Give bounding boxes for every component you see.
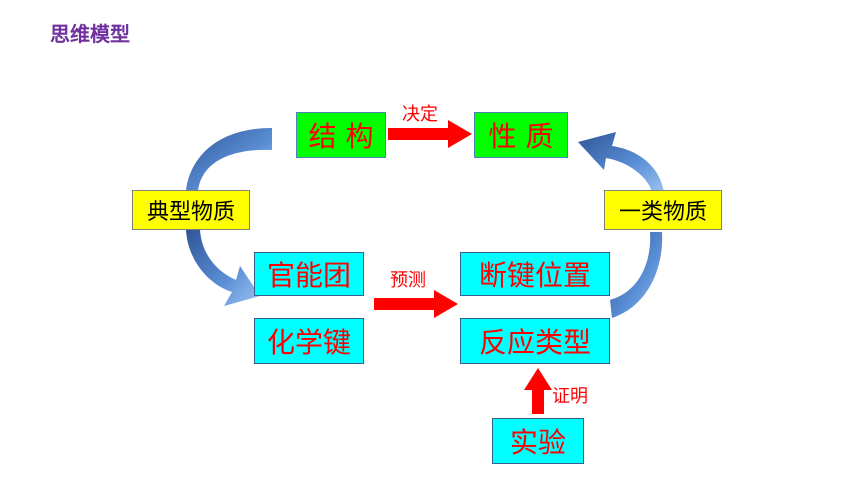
node-class-substance: 一类物质: [604, 190, 722, 230]
curved-arrow-left: [186, 128, 272, 192]
node-structure: 结 构: [296, 112, 386, 158]
node-property: 性 质: [474, 112, 568, 158]
node-bond-break-position: 断键位置: [460, 252, 610, 296]
arrow-prove: [524, 368, 552, 414]
arrow-predict: [374, 290, 458, 318]
page-title: 思维模型: [50, 22, 130, 46]
arrow-determines: [388, 120, 472, 148]
curved-arrow-right-upper: [578, 132, 664, 192]
node-functional-group: 官能团: [254, 252, 364, 296]
node-typical-substance: 典型物质: [132, 190, 250, 230]
curved-arrow-right: [610, 232, 663, 318]
node-experiment: 实验: [492, 418, 584, 464]
curved-arrow-left-lower: [186, 230, 260, 306]
node-chemical-bond: 化学键: [254, 318, 364, 364]
label-prove: 证明: [552, 386, 588, 407]
node-reaction-type: 反应类型: [460, 318, 610, 364]
label-predict: 预测: [390, 270, 426, 291]
label-determines: 决定: [402, 104, 438, 125]
